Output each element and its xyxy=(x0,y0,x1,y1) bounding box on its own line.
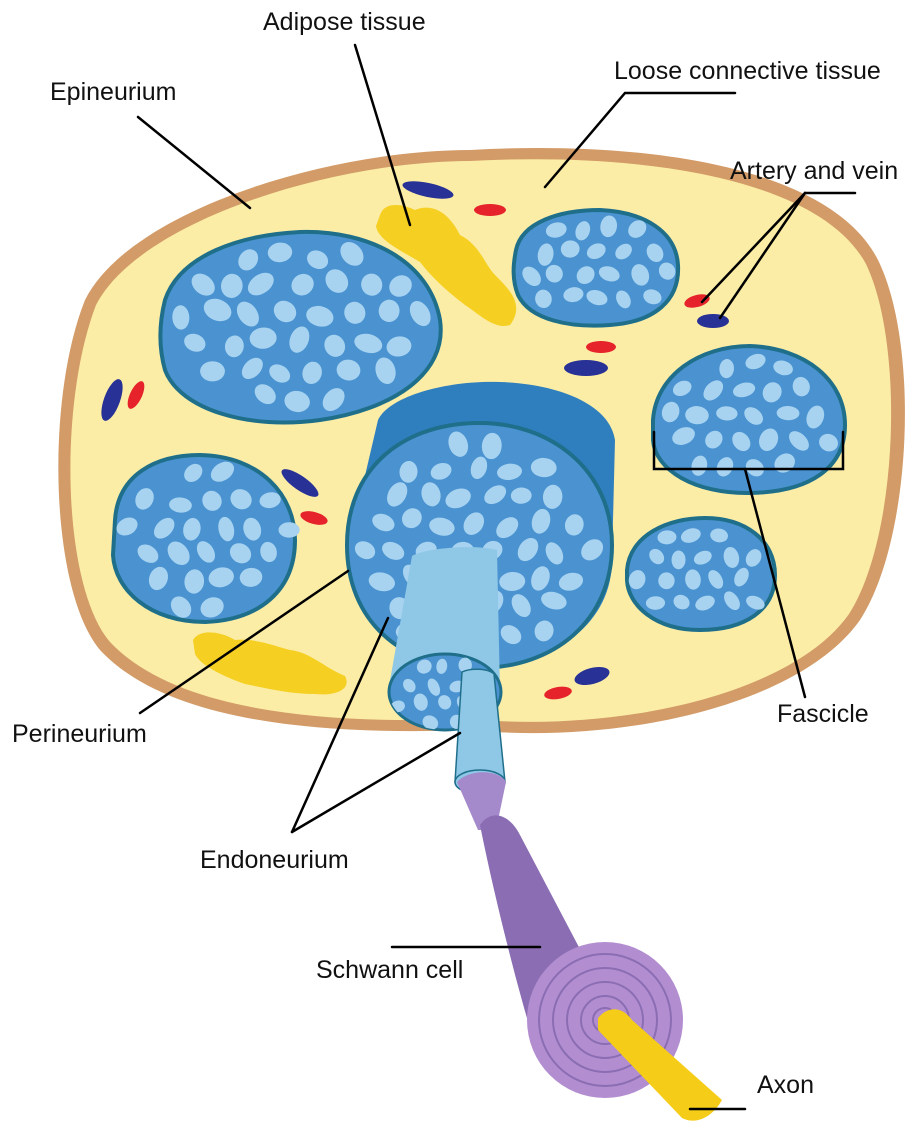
vein-center xyxy=(564,360,608,376)
label-fascicle: Fascicle xyxy=(777,700,869,728)
label-endoneurium: Endoneurium xyxy=(200,846,349,874)
artery-top xyxy=(474,204,506,216)
fascicle-large xyxy=(160,232,440,423)
label-schwann-cell: Schwann cell xyxy=(316,956,463,984)
nerve-fiber-cell xyxy=(279,522,300,537)
label-artery-and-vein: Artery and vein xyxy=(730,157,898,185)
endoneurium-leader-b xyxy=(292,733,460,832)
nerve-fiber-cell xyxy=(200,361,225,381)
fascicle-bottom-right xyxy=(626,518,775,630)
label-perineurium: Perineurium xyxy=(12,720,147,748)
label-loose-connective-tissue: Loose connective tissue xyxy=(614,57,881,85)
vein-right xyxy=(697,314,729,328)
epineurium-leader xyxy=(138,117,250,208)
fascicle-top-right xyxy=(514,210,679,326)
fascicle-right xyxy=(653,346,845,493)
label-epineurium: Epineurium xyxy=(50,78,176,106)
artery-center xyxy=(586,341,616,353)
label-axon: Axon xyxy=(757,1071,814,1099)
label-adipose-tissue: Adipose tissue xyxy=(263,8,426,36)
fascicle-left xyxy=(113,455,300,622)
